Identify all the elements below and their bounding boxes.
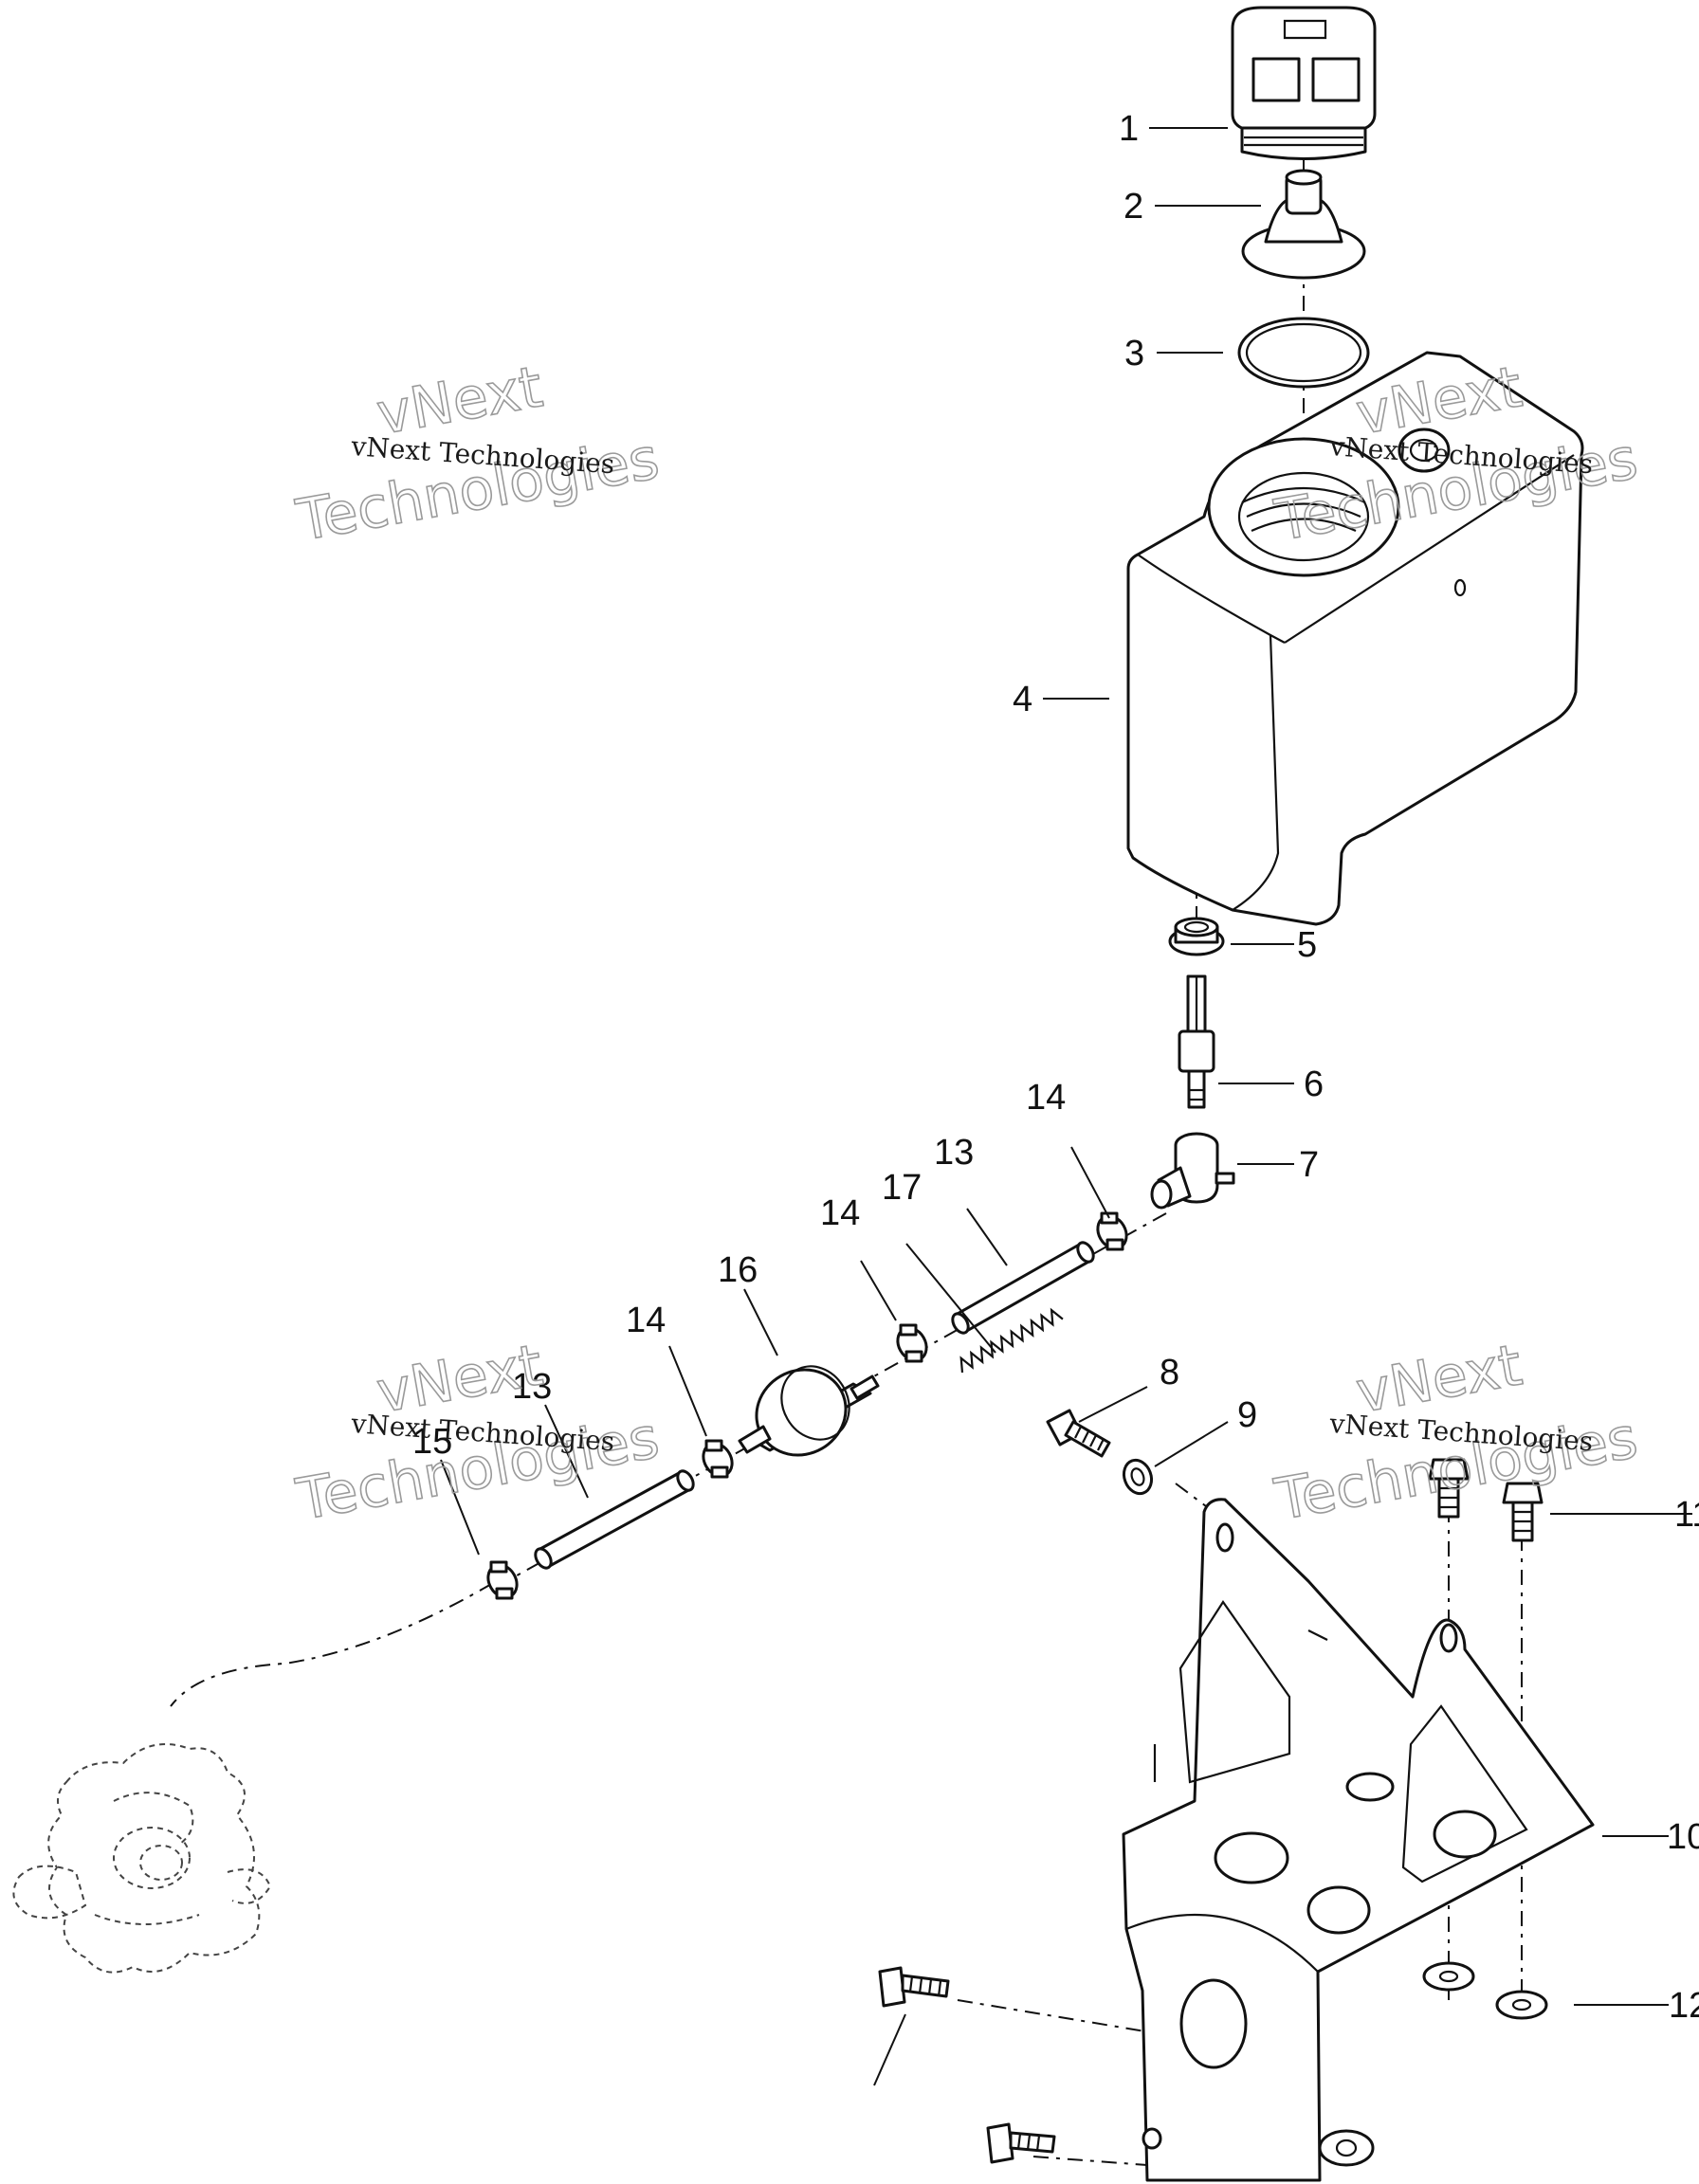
pump-icon: [12, 1743, 272, 1974]
bracket-screw-top-right: [1502, 1482, 1544, 1542]
screw-icon: [1046, 1409, 1111, 1458]
flat-washer-left: [1422, 1961, 1475, 1992]
screw-icon: [986, 2122, 1056, 2164]
leader-lines: [440, 127, 1692, 2086]
watermark-top-left: vNext Technologies vNext Technologies: [291, 354, 665, 555]
hose-lower: [534, 1469, 695, 1570]
screw-icon: [1428, 1458, 1470, 1519]
bracket-screw-top-left: [1428, 1458, 1470, 1519]
filler-cap: [1231, 6, 1377, 160]
clamp-icon: [1096, 1211, 1128, 1251]
filter-icon: [738, 1365, 880, 1457]
watermark-bottom-left: vNext Technologies vNext Technologies: [291, 1332, 665, 1535]
fitting-icon: [1178, 974, 1215, 1109]
callout-9: 9: [1237, 1395, 1257, 1435]
washer-icon: [1122, 1458, 1154, 1496]
screw-icon: [1502, 1482, 1544, 1542]
callout-6: 6: [1304, 1065, 1324, 1104]
inline-filter: [738, 1365, 880, 1457]
callout-14c: 14: [626, 1301, 666, 1340]
callout-14a: 14: [1026, 1078, 1066, 1118]
cap-icon: [1231, 6, 1377, 160]
callout-17: 17: [882, 1168, 922, 1208]
hose-clamp-4: [486, 1560, 519, 1600]
callout-1: 1: [1119, 109, 1139, 149]
vent-valve: [1241, 169, 1366, 280]
tank-icon: [1126, 351, 1584, 926]
callout-14b: 14: [820, 1193, 860, 1233]
callout-15: 15: [412, 1422, 452, 1462]
callout-5: 5: [1297, 925, 1317, 965]
callout-11: 11: [1674, 1495, 1699, 1535]
oil-pump-phantom: [12, 1743, 272, 1974]
lock-washer: [1122, 1458, 1154, 1496]
bracket-icon: [1122, 1498, 1595, 2182]
callout-7: 7: [1299, 1145, 1319, 1185]
hose-clamp-3: [702, 1439, 734, 1479]
hose-icon: [534, 1469, 695, 1570]
gasket-ring: [1237, 317, 1370, 389]
callout-8: 8: [1160, 1353, 1179, 1392]
spring-icon: [959, 1307, 1064, 1374]
callout-labels: 1 2 3 4 5 6 7 14 13 17 14 16 14 13 15 8 …: [412, 109, 1699, 2026]
callout-2: 2: [1124, 187, 1143, 227]
callout-12: 12: [1669, 1986, 1699, 2026]
callout-13a: 13: [934, 1133, 974, 1173]
callout-13b: 13: [512, 1367, 552, 1407]
tank-grommet: [1168, 917, 1225, 956]
callout-3: 3: [1124, 334, 1144, 373]
washer-icon: [1495, 1990, 1548, 2020]
screw-icon: [878, 1966, 950, 2008]
clamp-icon: [486, 1560, 519, 1600]
valve-icon: [1241, 169, 1366, 280]
elbow-fitting: [1150, 1132, 1235, 1210]
callout-10: 10: [1667, 1817, 1699, 1857]
grommet-icon: [1168, 917, 1225, 956]
callout-4: 4: [1013, 680, 1032, 719]
bracket-screw-lower-2: [986, 2122, 1056, 2164]
bracket-screw: [1046, 1409, 1111, 1458]
flat-washer-right: [1495, 1990, 1548, 2020]
hose-icon: [951, 1241, 1095, 1335]
washer-icon: [1422, 1961, 1475, 1992]
o-ring-icon: [1237, 317, 1370, 389]
outlet-fitting: [1178, 974, 1215, 1109]
spring: [959, 1307, 1064, 1374]
callout-16: 16: [718, 1250, 758, 1290]
bracket-screw-lower-1: [878, 1966, 950, 2008]
hose-clamp-1: [1096, 1211, 1128, 1251]
hose-clamp-2: [896, 1323, 928, 1363]
elbow-icon: [1150, 1132, 1235, 1210]
oil-tank: [1126, 351, 1584, 926]
hose-upper: [951, 1241, 1095, 1335]
clamp-icon: [896, 1323, 928, 1363]
clamp-icon: [702, 1439, 734, 1479]
support-bracket: [1122, 1498, 1595, 2182]
